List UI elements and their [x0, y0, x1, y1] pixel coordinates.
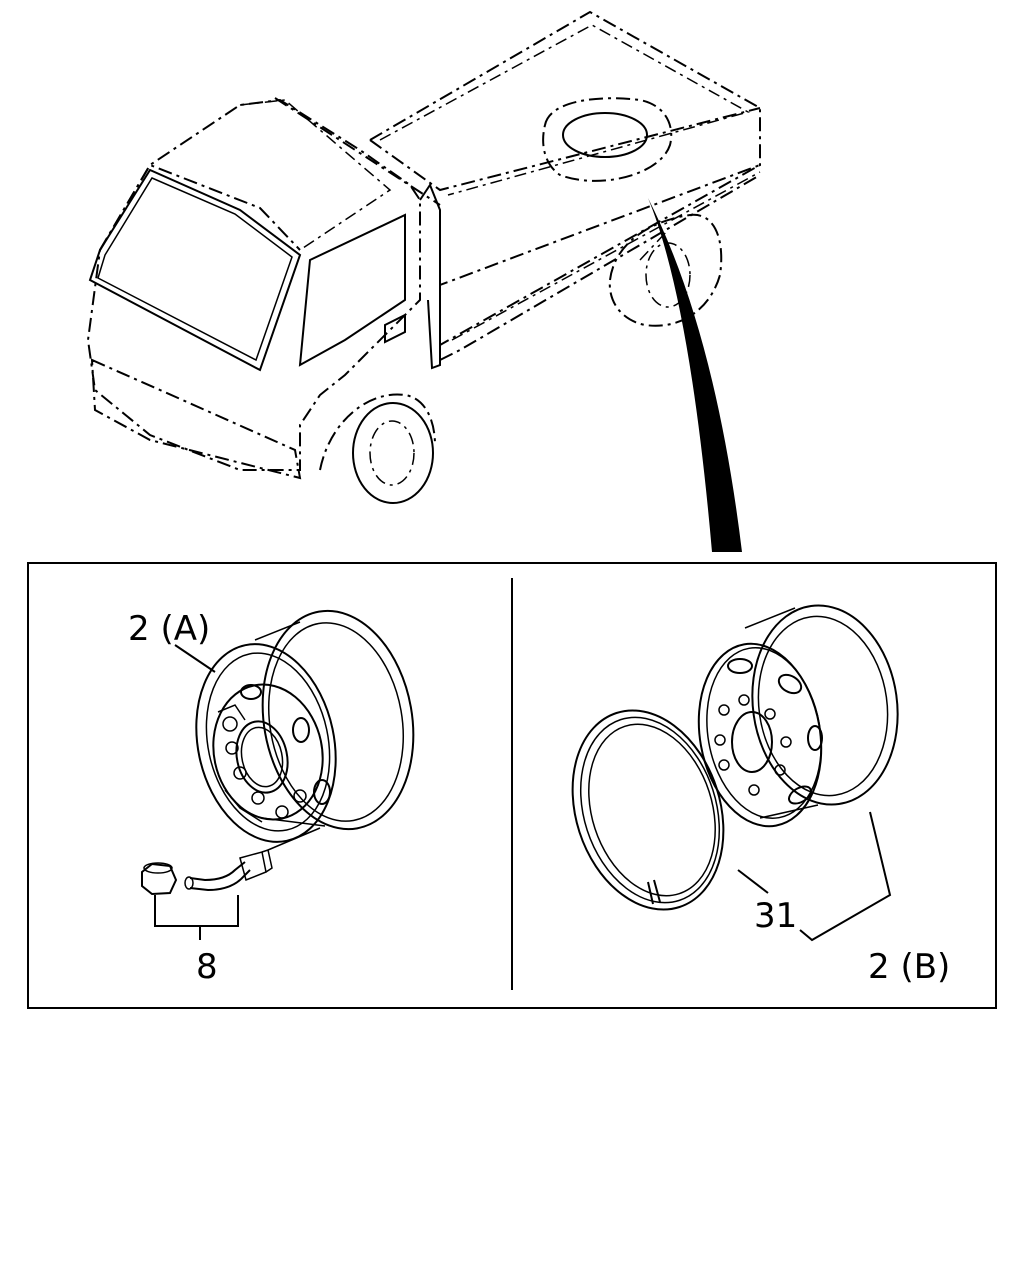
callout-ring: 31 — [754, 896, 797, 936]
detail-frame — [27, 562, 997, 1009]
callout-valve: 8 — [196, 947, 218, 987]
leader-ring — [737, 869, 769, 894]
wheel-b-illustration — [697, 604, 899, 828]
callout-wheel-a: 2 (A) — [128, 609, 210, 649]
leader-wheel-a — [174, 644, 216, 673]
wheel-a-illustration — [195, 609, 415, 843]
valve-assembly — [141, 827, 321, 940]
pointer-wedge — [648, 198, 742, 552]
side-ring-illustration — [571, 709, 725, 911]
callout-wheel-b: 2 (B) — [868, 947, 950, 987]
truck-overview — [86, 10, 761, 552]
leader-wheel-b — [799, 811, 892, 942]
